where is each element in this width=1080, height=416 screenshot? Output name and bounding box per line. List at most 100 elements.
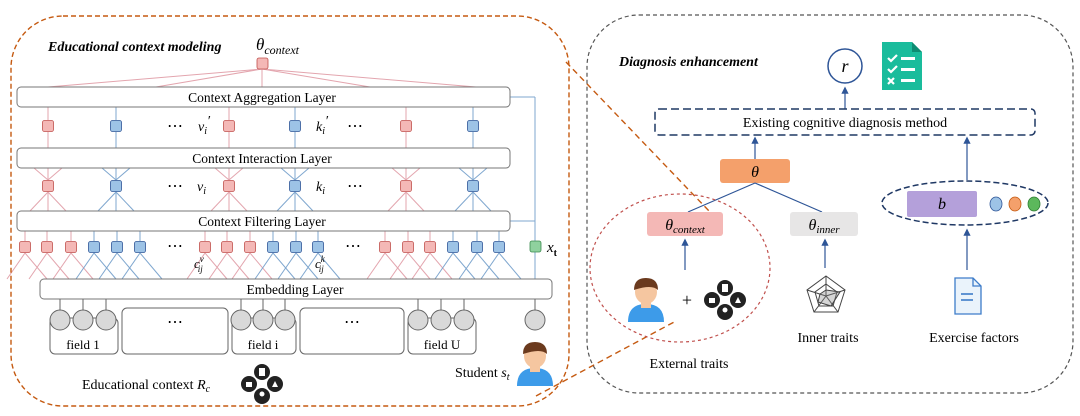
row1-node-1 <box>110 120 122 132</box>
connection-lines <box>6 68 536 299</box>
row3-node-3 <box>88 241 100 253</box>
row2-node-0 <box>42 180 54 192</box>
b-label: b <box>938 196 946 213</box>
row1-node-3 <box>289 120 301 132</box>
row2-to-filt-a-3 <box>276 191 296 212</box>
row1-node-2 <box>223 120 235 132</box>
exercise-dot-green <box>1027 196 1041 212</box>
row2-node-2 <box>223 180 235 192</box>
context-interaction-layer <box>16 147 511 169</box>
field-i-label: field i <box>248 337 279 352</box>
zoom-line-bottom <box>535 320 677 397</box>
row3-node-10 <box>290 241 302 253</box>
educational-context-label: Educational context Rc <box>82 378 211 395</box>
ellipsis-row1-b: ⋯ <box>347 118 363 135</box>
b-box <box>907 191 977 217</box>
row2-to-filt-c-3 <box>294 191 314 212</box>
theta-context-label: θcontext <box>665 217 706 236</box>
right-panel-title: Diagnosis enhancement <box>618 55 759 70</box>
row3-to-emb-a-2 <box>70 252 94 280</box>
int-to-row2-a-4 <box>391 167 407 181</box>
context-aggregation-layer <box>16 86 511 108</box>
ki-prime-label: ki′ <box>316 114 329 137</box>
row2-node-4 <box>400 180 412 192</box>
theta-label: θ <box>751 164 759 181</box>
row2-node-5 <box>467 180 479 192</box>
exercise-factors-label: Exercise factors <box>929 331 1019 346</box>
int-to-row2-c-3 <box>294 167 310 181</box>
xt-label: xt <box>546 240 558 259</box>
row3-to-emb-a-12 <box>384 252 408 280</box>
external-student-icon <box>628 278 664 322</box>
student-avatar-icon <box>517 342 553 386</box>
row3-to-emb-a-13 <box>407 252 431 280</box>
row3-to-emb-b-10 <box>277 252 297 280</box>
node-rows <box>19 120 505 253</box>
exercise-dot-orange <box>1008 196 1022 212</box>
existing-method-box <box>654 108 1036 136</box>
field-u-group: field U <box>407 309 477 355</box>
field-u-label: field U <box>424 337 461 352</box>
ellipsis-row3-b: ⋯ <box>345 238 361 255</box>
row3-to-emb-b-5 <box>121 252 141 280</box>
field-ellipsis-2: ⋯ <box>344 314 360 331</box>
line-theta-inner <box>754 182 823 213</box>
row1-node-4 <box>400 120 412 132</box>
theta-box <box>720 159 790 183</box>
row3-node-16 <box>471 241 483 253</box>
row2-node-3 <box>289 180 301 192</box>
row3-to-emb-b-17 <box>480 252 500 280</box>
row3-node-1 <box>41 241 53 253</box>
row3-to-emb-a-1 <box>46 252 70 280</box>
context-filtering-layer-label: Context Filtering Layer <box>198 214 326 229</box>
row3-to-emb-b-9 <box>254 252 274 280</box>
ellipsis-row2: ⋯ <box>167 178 183 195</box>
diagnosis-checklist-icon <box>882 42 922 90</box>
row2-to-filt-a-2 <box>210 191 230 212</box>
row3-node-17 <box>493 241 505 253</box>
row3-node-13 <box>402 241 414 253</box>
row3-to-emb-b-4 <box>98 252 118 280</box>
field-1-group: field 1 <box>49 309 119 355</box>
existing-method-label: Existing cognitive diagnosis method <box>743 116 947 131</box>
exercise-document-icon <box>954 277 982 315</box>
context-aggregation-layer-label: Context Aggregation Layer <box>188 90 336 105</box>
external-traits-label: External traits <box>650 357 729 372</box>
ellipsis-row1: ⋯ <box>167 118 183 135</box>
row2-to-filt-a-5 <box>454 191 474 212</box>
field-connectors <box>59 299 536 310</box>
row3-to-emb-b-15 <box>434 252 454 280</box>
row3-to-emb-a-3 <box>93 252 117 280</box>
int-to-row2-c-2 <box>228 167 244 181</box>
row3-node-11 <box>312 241 324 253</box>
field-ellipsis-1: ⋯ <box>167 314 183 331</box>
field-1-label: field 1 <box>66 337 100 352</box>
field-i-group: field i <box>230 309 297 355</box>
row1-node-0 <box>42 120 54 132</box>
external-context-icon <box>704 280 746 320</box>
int-to-row2-c-5 <box>472 167 488 181</box>
context-interaction-layer-label: Context Interaction Layer <box>192 151 332 166</box>
ellipsis-row2-b: ⋯ <box>347 178 363 195</box>
theta-context-box <box>647 212 723 236</box>
vi-label: vi <box>197 180 206 197</box>
row3-to-emb-b-7 <box>208 252 228 280</box>
row3-to-emb-b-0 <box>6 252 26 280</box>
row3-node-5 <box>134 241 146 253</box>
row3-node-2 <box>65 241 77 253</box>
field-middle-2-group: ⋯ <box>299 307 405 355</box>
row2-to-filt-c-2 <box>228 191 248 212</box>
theta-context-top-label: θcontext <box>256 35 300 57</box>
row2-to-filt-a-0 <box>29 191 49 212</box>
row3-to-emb-b-3 <box>75 252 95 280</box>
theta-inner-box <box>790 212 858 236</box>
row3-to-emb-a-11 <box>317 252 341 280</box>
row3-to-emb-b-6 <box>186 252 206 280</box>
response-r-node <box>827 48 863 84</box>
row2-node-1 <box>110 180 122 192</box>
inner-traits-radar-icon <box>806 275 846 313</box>
row2-to-filt-c-4 <box>405 191 425 212</box>
